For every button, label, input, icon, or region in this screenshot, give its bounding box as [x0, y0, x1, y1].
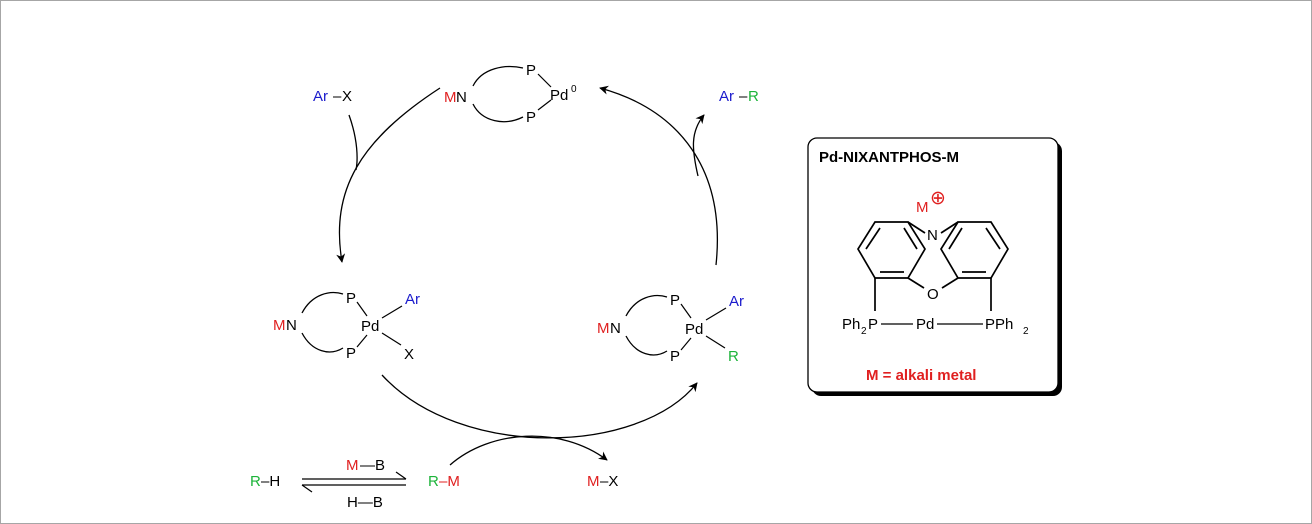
product-aryl-label: Ar — [719, 88, 734, 105]
right-alkyl-label: R — [728, 348, 739, 365]
pd0-p-pd-bond-top — [537, 73, 552, 88]
coupling-product: Ar – R — [719, 88, 759, 105]
pd0-complex: M N P P Pd 0 — [444, 62, 577, 126]
left-palladium-label: Pd — [361, 318, 379, 335]
legend-left-ring-double-bonds — [865, 227, 918, 273]
legend-right-phosphorus-phenyl: PPh — [985, 316, 1013, 333]
pd0-phosphorus-bottom: P — [526, 109, 536, 126]
rm-metal-label: –M — [439, 473, 460, 490]
oxidative-addition-arrow — [336, 87, 441, 263]
right-pd-ar-bond — [705, 307, 727, 321]
pd0-metal-label: M — [444, 89, 457, 106]
rm-alkyl-label: R — [428, 473, 439, 490]
left-aryl-label: Ar — [405, 291, 420, 308]
right-nitrogen-label: N — [610, 320, 621, 337]
salt-byproduct: M –X — [587, 473, 618, 490]
left-p-pd-bond-bottom — [356, 334, 368, 348]
pd0-nitrogen-label: N — [456, 89, 467, 106]
legend-nitrogen-label: N — [927, 227, 938, 244]
arx-halide-label: X — [342, 88, 352, 105]
legend-right-ring-double-bonds — [948, 227, 1001, 273]
product-alkyl-label: R — [748, 88, 759, 105]
arx-dash: – — [333, 88, 342, 105]
aryl-halide-reagent: Ar – X — [313, 88, 352, 105]
right-metal-label: M — [597, 320, 610, 337]
rh-alkyl-label: R — [250, 473, 261, 490]
legend-cation-charge: ⊕ — [930, 188, 946, 209]
legend-bond-right-o — [941, 277, 959, 289]
left-phosphorus-top: P — [346, 290, 356, 307]
pd0-palladium-label: Pd — [550, 87, 568, 104]
transmetalation-arrow — [381, 374, 698, 439]
right-backbone-bottom — [625, 335, 668, 356]
right-phosphorus-top: P — [670, 292, 680, 309]
pd0-oxidation-state: 0 — [571, 84, 577, 95]
left-phosphorus-bottom: P — [346, 345, 356, 362]
legend-footer-definition: M = alkali metal — [866, 367, 976, 384]
left-p-pd-bond-top — [356, 301, 368, 317]
equilibrium-forward-barb — [395, 471, 407, 480]
right-aryl-label: Ar — [729, 293, 744, 310]
pd0-backbone-bottom — [472, 103, 524, 123]
product-dash: – — [739, 88, 748, 105]
left-nitrogen-label: N — [286, 317, 297, 334]
left-halide-label: X — [404, 346, 414, 363]
transmetalation-complex: M N P P Pd Ar R — [597, 292, 744, 365]
legend-bond-left-o — [907, 277, 925, 289]
base-metal-label: M — [346, 457, 359, 474]
legend-bond-right-n — [940, 221, 959, 234]
legend-left-phosphorus: P — [868, 316, 878, 333]
right-phosphorus-bottom: P — [670, 348, 680, 365]
legend-oxygen-label: O — [927, 286, 939, 303]
byproduct-exit-arrow — [449, 435, 608, 466]
product-exit-arrow — [692, 114, 705, 177]
left-pd-x-bond — [381, 332, 402, 346]
byproduct-halide-label: –X — [600, 473, 618, 490]
legend-box-panel — [807, 137, 1059, 393]
left-metal-label: M — [273, 317, 286, 334]
right-p-pd-bond-top — [680, 303, 692, 319]
legend-bond-left-n — [907, 221, 926, 234]
legend-cation-metal: M — [916, 199, 929, 216]
legend-palladium-label: Pd — [916, 316, 934, 333]
legend-left-phenyl-subscript: 2 — [861, 326, 867, 337]
conjugate-acid-label: H—B — [347, 494, 383, 511]
arx-entry-curve — [348, 114, 358, 171]
arx-aryl-label: Ar — [313, 88, 328, 105]
legend-right-phenyl-subscript: 2 — [1023, 326, 1029, 337]
ligand-legend-box: Pd-NIXANTPHOS-M M ⊕ N O Ph 2 P Pd PPh 2 … — [807, 137, 1062, 396]
right-palladium-label: Pd — [685, 321, 703, 338]
right-p-pd-bond-bottom — [680, 337, 692, 351]
right-pd-r-bond — [705, 335, 726, 349]
rh-hydrogen-label: –H — [261, 473, 280, 490]
byproduct-metal-label: M — [587, 473, 600, 490]
pd0-backbone-top — [472, 65, 524, 87]
left-backbone-bottom — [301, 332, 344, 353]
left-backbone-top — [301, 291, 344, 314]
reductive-elimination-arrow — [599, 85, 718, 266]
pd0-phosphorus-top: P — [526, 62, 536, 79]
oxidative-addition-complex: M N P P Pd Ar X — [273, 290, 420, 363]
deprotonation-equilibrium: R –H M —B H—B R –M — [250, 457, 460, 511]
left-pd-ar-bond — [381, 305, 403, 319]
legend-left-phenyl: Ph — [842, 316, 860, 333]
legend-title: Pd-NIXANTPHOS-M — [819, 149, 959, 166]
equilibrium-reverse-barb — [301, 484, 313, 493]
right-backbone-top — [625, 294, 668, 317]
base-b-label: —B — [360, 457, 385, 474]
pd0-p-pd-bond-bottom — [537, 99, 552, 111]
